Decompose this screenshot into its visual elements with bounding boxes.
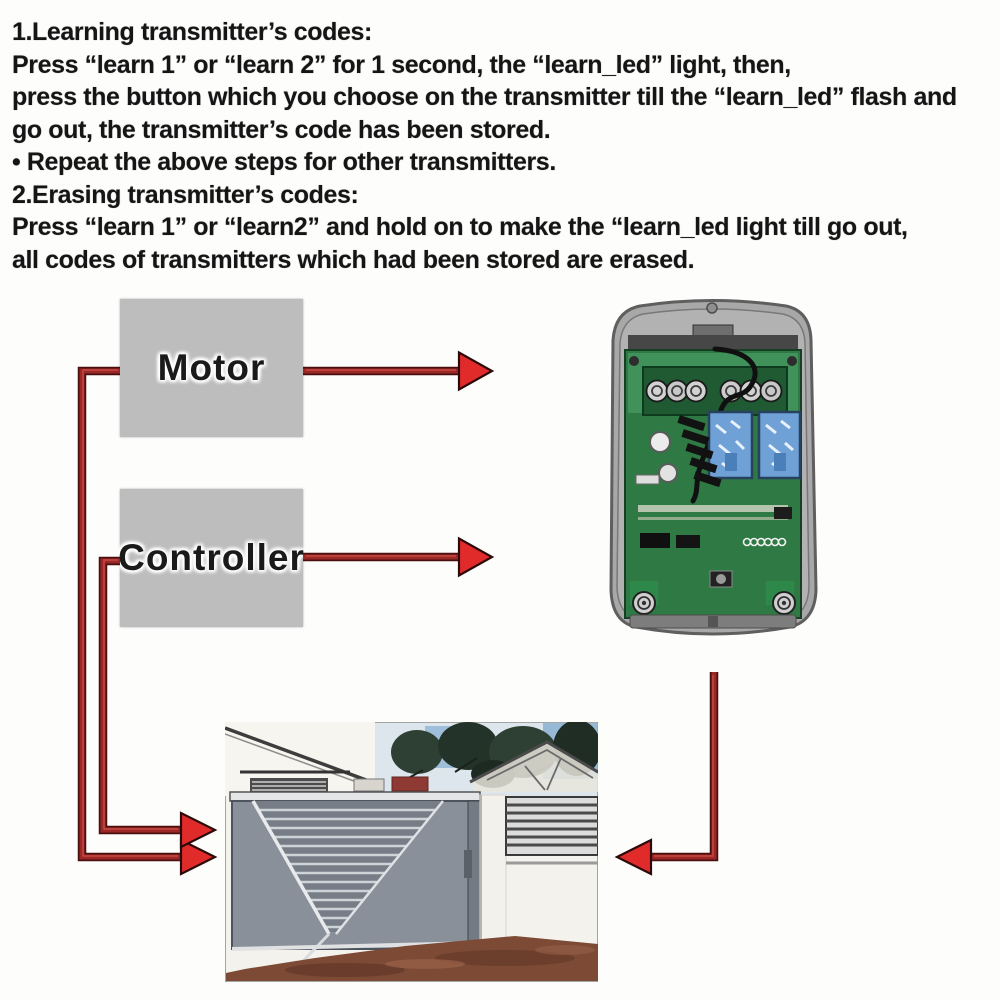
mounting-screw-right (772, 591, 796, 615)
arrow-head-left-icon (614, 838, 653, 876)
pcb-screw-topleft (629, 356, 639, 366)
component-white-rect (635, 474, 660, 485)
instruction-line-4: go out, the transmitter’s code has been … (12, 115, 551, 144)
arrow-motor-to-gate (77, 366, 218, 876)
ic-chip-2 (676, 535, 700, 548)
arrow-head-right-icon (457, 536, 495, 578)
gray-box-on-wall (353, 778, 385, 792)
arrow-head-right-icon (457, 350, 495, 392)
pin-header (677, 415, 722, 488)
component-dark-right (774, 507, 792, 519)
instruction-line-7: Press “learn 1” or “learn2” and hold on … (12, 213, 908, 241)
gate-photo-image (225, 722, 598, 982)
instruction-line-1: 1.Learning transmitter’s codes: (12, 18, 372, 46)
gate-hinge (464, 850, 472, 878)
controller-box: Controller (118, 489, 305, 627)
pcb-trace-band (638, 505, 788, 512)
case-top-hole (706, 302, 718, 314)
house-gable (469, 740, 598, 792)
instruction-line-2: Press “learn 1” or “learn 2” for 1 secon… (12, 50, 791, 79)
gate-v-left-edge (251, 800, 331, 935)
arrow-controller-to-receiver (303, 536, 495, 578)
arrow-motor-to-receiver (303, 350, 495, 392)
component-round-white-1 (649, 431, 671, 453)
receiver-module-image (609, 299, 818, 636)
controller-label: Controller (118, 537, 305, 578)
instruction-line-5: • Repeat the above steps for other trans… (12, 148, 556, 176)
instruction-line-3: press the button which you choose on the… (12, 83, 957, 111)
gate-v-right-edge (335, 800, 444, 935)
gate-v-panel (253, 801, 443, 932)
component-round-white-2 (658, 463, 678, 483)
gate-top-rail (229, 791, 481, 802)
case-dark-band (628, 335, 798, 352)
motor-label: Motor (157, 347, 266, 388)
instructions-text: 1.Learning transmitter’s codes: Press “l… (12, 16, 997, 276)
pcb-white-marking (742, 537, 787, 547)
relay-blue-right (757, 410, 802, 480)
red-sign (391, 776, 429, 792)
dirt-ground (226, 936, 598, 981)
instruction-line-6: 2.Erasing transmitter’s codes: (12, 180, 359, 209)
arrow-head-right-icon (179, 811, 218, 849)
sliding-gate (229, 791, 481, 982)
pcb-trace-line (638, 517, 788, 520)
pcb-screw-topright (787, 356, 797, 366)
motor-box: Motor (120, 299, 303, 437)
case-bottom-notch (708, 616, 718, 627)
component-button-cap (716, 574, 726, 584)
arrow-receiver-to-gate (614, 672, 719, 876)
arrow-head-right-icon (179, 838, 218, 876)
ic-chip-1 (640, 533, 670, 548)
instruction-line-8: all codes of transmitters which had been… (12, 245, 695, 274)
arrow-controller-to-gate (98, 556, 218, 849)
pillar (479, 794, 507, 950)
mounting-screw-left (632, 591, 656, 615)
